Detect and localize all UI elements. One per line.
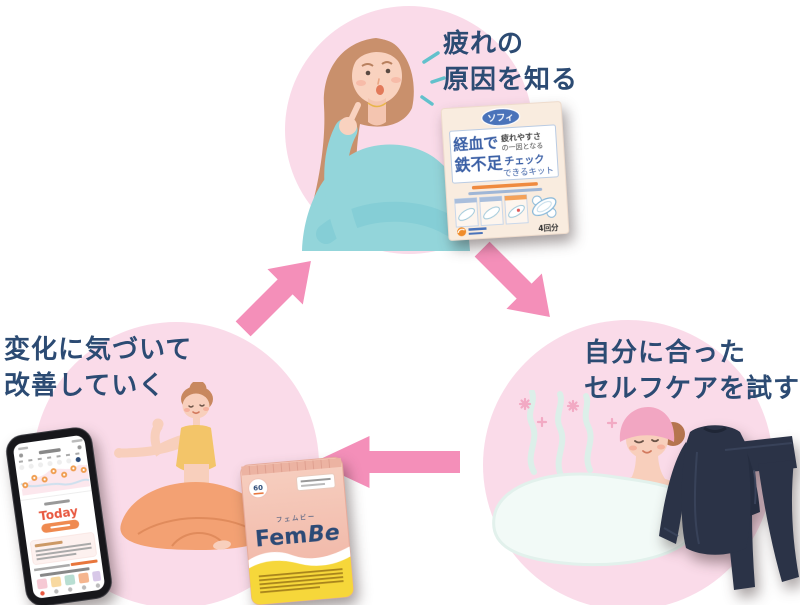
fembe-kana: フェムビー <box>276 511 317 523</box>
fembe-supplement-package: 60 フェムビー FemBe <box>235 451 360 605</box>
gear-icon <box>77 445 82 450</box>
fist <box>152 418 164 430</box>
bell-icon <box>19 453 24 458</box>
notice-dash-marks-icon <box>420 40 468 106</box>
finger <box>347 102 361 125</box>
foot <box>213 540 231 550</box>
advice-card <box>30 532 97 565</box>
cycle-arrow-left-icon <box>314 436 460 488</box>
kit-headline-tail: できるキット <box>503 166 554 179</box>
usage-panels <box>454 194 529 228</box>
leggings-leg <box>758 460 799 582</box>
eye <box>188 405 194 408</box>
shirt-body <box>681 425 751 555</box>
neck <box>368 98 386 126</box>
yoga-pants <box>120 482 272 550</box>
smile <box>192 411 200 415</box>
hand <box>114 448 124 458</box>
kit-lead-sub2: の一因となる <box>501 142 543 153</box>
nose <box>377 78 380 85</box>
midriff <box>184 464 209 486</box>
step-label-line: 改善していく <box>4 370 166 401</box>
bottom-nav <box>40 583 101 596</box>
unicharm-logo <box>457 227 487 237</box>
fine-print-lines <box>258 568 344 594</box>
eye <box>385 68 391 74</box>
necklace <box>367 102 387 108</box>
blush <box>203 407 209 411</box>
steam-swirl-icon <box>527 389 594 481</box>
sofy-brand-logo <box>481 107 521 127</box>
eye <box>199 404 205 407</box>
warm-clothing-photo <box>642 410 800 605</box>
bath-cap <box>619 407 675 442</box>
eyebrow <box>381 61 393 65</box>
hair-front <box>349 38 407 76</box>
shirt-sleeve <box>659 442 690 544</box>
step-label-line: 自分に合った <box>584 338 747 368</box>
thinking-woman-illustration <box>288 26 498 251</box>
fembe-logo-text: FemBe <box>254 520 341 552</box>
smile <box>642 450 652 454</box>
content-thumbnails <box>36 570 102 590</box>
face <box>182 393 210 419</box>
eye <box>634 440 644 444</box>
iron-check-kit-package: ソフィ 経血で 疲れやすさ の一因となる 鉄不足 チェック できるキット <box>439 99 571 242</box>
headline-panel <box>449 124 559 184</box>
step-label-know-cause: 疲れの 原因を知る <box>443 27 578 99</box>
calendar-week-row <box>18 452 81 471</box>
eye <box>651 439 659 443</box>
sparkle-flower-icon <box>518 397 618 429</box>
cycle-arrow-down-right-icon <box>464 231 567 334</box>
blush <box>629 445 637 451</box>
blush <box>184 408 190 412</box>
app-date-text <box>38 448 61 455</box>
kit-lead-sub1: 疲れやすさ <box>501 131 542 143</box>
step-label-line: 疲れの <box>443 29 525 59</box>
neck <box>193 416 200 426</box>
kit-count: 4回分 <box>538 222 559 233</box>
cycle-arrow-up-right-icon <box>225 243 328 346</box>
blush <box>356 80 366 86</box>
step-label-line: 原因を知る <box>443 64 579 95</box>
kit-headline-main2: チェック <box>504 154 545 168</box>
step-label-try-selfcare: 自分に合った セルフケアを試す <box>584 336 800 408</box>
kit-headline-lead: 経血で <box>453 133 499 154</box>
kit-headline-main: 鉄不足 <box>454 153 504 175</box>
arm-raised <box>324 118 360 248</box>
eye <box>365 70 371 76</box>
cycle-chart <box>20 464 91 496</box>
mouth <box>376 85 384 95</box>
shirt-collar <box>703 426 727 433</box>
napkin-illustration <box>531 195 557 218</box>
step-label-line: セルフケアを試す <box>584 373 800 404</box>
count-badge-text: 60 <box>253 484 264 493</box>
step-label-line: 変化に気づいて <box>4 335 193 365</box>
blush <box>657 444 665 450</box>
arms <box>115 422 191 458</box>
eyebrow <box>361 63 374 67</box>
arm-bent <box>150 422 191 457</box>
yoga-woman-illustration <box>72 380 297 594</box>
sofy-brand-text: ソフィ <box>487 112 514 125</box>
pouch-crimp <box>241 457 342 476</box>
pants-folds <box>137 517 257 547</box>
app-today-label: Today <box>38 504 79 523</box>
health-app-phone: Today <box>0 420 140 605</box>
step-label-notice-improve: 変化に気づいて 改善していく <box>4 333 192 405</box>
blush <box>391 77 401 83</box>
link-text <box>70 559 98 567</box>
yoga-top <box>176 425 216 472</box>
